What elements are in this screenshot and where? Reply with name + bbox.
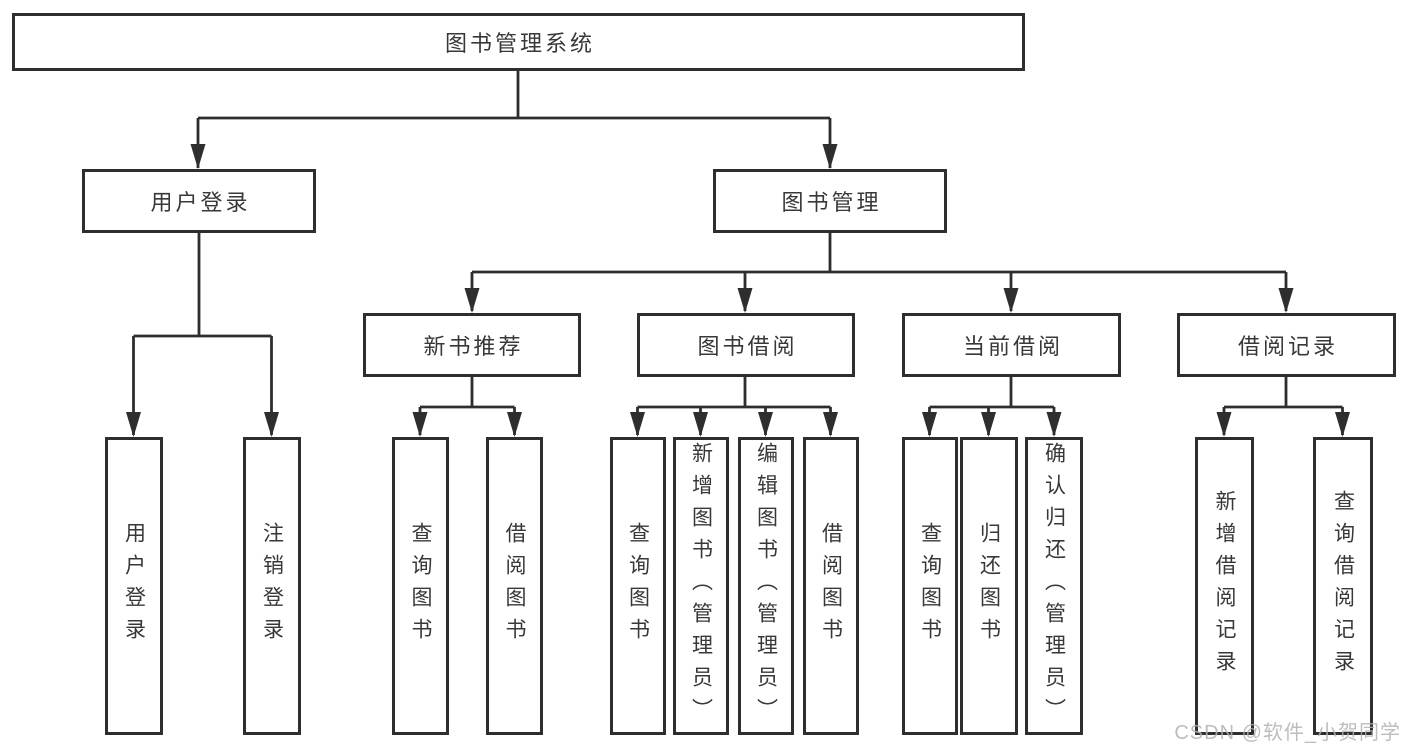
leaf-borrow-book: 借阅图书	[803, 437, 859, 735]
node-user-login-label: 用户登录	[150, 190, 251, 215]
leaf-edit-book-admin-label: 编辑图书（管理员）	[754, 442, 778, 730]
leaf-confirm-return-admin-label: 确认归还（管理员）	[1042, 442, 1066, 730]
leaf-add-book-admin: 新增图书（管理员）	[673, 437, 729, 735]
watermark: CSDN @软件_小贺同学	[1174, 722, 1401, 744]
leaf-borrow-book-recommend-label: 借阅图书	[503, 522, 527, 650]
leaf-logout-login: 注销登录	[243, 437, 301, 735]
leaf-add-book-admin-label: 新增图书（管理员）	[689, 442, 713, 730]
node-current-borrow: 当前借阅	[902, 313, 1121, 377]
leaf-query-book-recommend: 查询图书	[392, 437, 449, 735]
arrowhead-icons	[126, 144, 1350, 437]
node-new-book-recommend: 新书推荐	[363, 313, 581, 377]
leaf-user-login: 用户登录	[105, 437, 163, 735]
leaf-query-book-current-label: 查询图书	[918, 522, 942, 650]
leaf-query-book-borrow: 查询图书	[610, 437, 666, 735]
leaf-query-borrow-record: 查询借阅记录	[1313, 437, 1373, 735]
node-book-borrow-label: 图书借阅	[697, 334, 798, 359]
leaf-query-book-current: 查询图书	[902, 437, 958, 735]
node-borrow-records-label: 借阅记录	[1237, 334, 1338, 359]
leaf-add-borrow-record-label: 新增借阅记录	[1213, 490, 1237, 682]
node-borrow-records: 借阅记录	[1177, 313, 1396, 377]
node-new-book-recommend-label: 新书推荐	[423, 334, 524, 359]
leaf-borrow-book-recommend: 借阅图书	[486, 437, 543, 735]
leaf-query-borrow-record-label: 查询借阅记录	[1331, 490, 1355, 682]
leaf-edit-book-admin: 编辑图书（管理员）	[738, 437, 794, 735]
node-user-login: 用户登录	[82, 169, 316, 233]
node-book-management: 图书管理	[713, 169, 947, 233]
node-book-management-label: 图书管理	[781, 190, 882, 215]
leaf-add-borrow-record: 新增借阅记录	[1195, 437, 1254, 735]
leaf-logout-login-label: 注销登录	[260, 522, 284, 650]
leaf-return-book: 归还图书	[960, 437, 1018, 735]
leaf-return-book-label: 归还图书	[977, 522, 1001, 650]
leaf-query-book-borrow-label: 查询图书	[626, 522, 650, 650]
node-current-borrow-label: 当前借阅	[962, 334, 1063, 359]
node-root-label: 图书管理系统	[444, 31, 595, 56]
node-root: 图书管理系统	[12, 13, 1025, 71]
leaf-borrow-book-label: 借阅图书	[819, 522, 843, 650]
leaf-user-login-label: 用户登录	[122, 522, 146, 650]
leaf-confirm-return-admin: 确认归还（管理员）	[1025, 437, 1083, 735]
node-book-borrow: 图书借阅	[637, 313, 855, 377]
leaf-query-book-recommend-label: 查询图书	[409, 522, 433, 650]
